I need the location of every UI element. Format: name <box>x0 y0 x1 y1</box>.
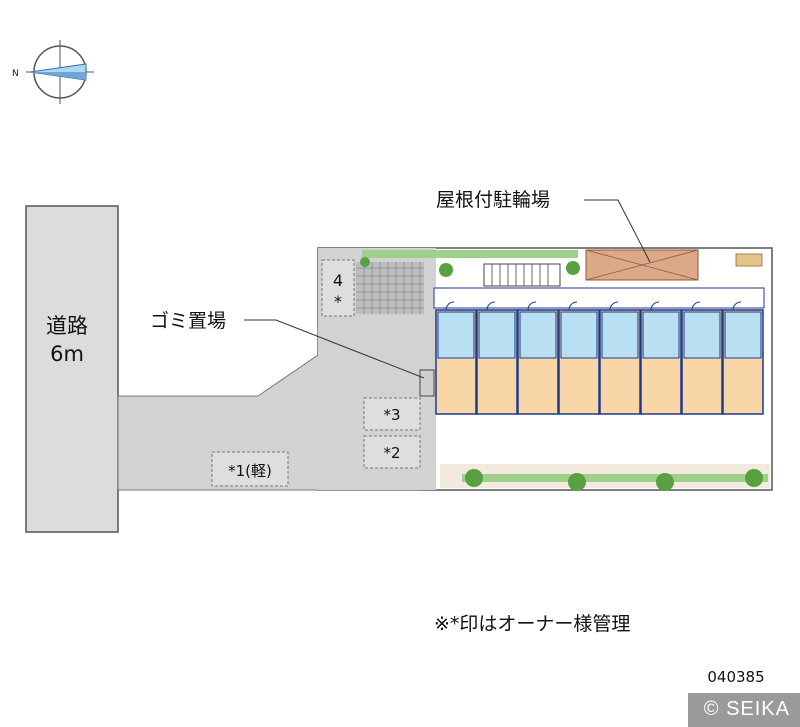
unit-2 <box>476 301 518 415</box>
parking-space-2 <box>363 435 421 469</box>
building-corridor <box>433 287 765 309</box>
tree <box>568 473 586 491</box>
tree <box>745 469 763 487</box>
parking-space-4-mark: * <box>334 292 342 311</box>
unit-6 <box>640 301 682 415</box>
owner-managed-note: ※*印はオーナー様管理 <box>434 613 630 635</box>
stairs <box>483 263 561 287</box>
road <box>25 205 119 533</box>
compass-icon: N <box>12 40 94 104</box>
apartment-units <box>435 301 764 415</box>
paved-area <box>356 262 424 314</box>
unit-8 <box>722 301 764 415</box>
parking-space-1-label: *1(軽) <box>228 462 272 480</box>
shrub <box>566 261 580 275</box>
tree <box>656 473 674 491</box>
unit-3 <box>517 301 559 415</box>
unit-7 <box>681 301 723 415</box>
garbage-area <box>419 369 435 397</box>
garbage-area-label: ゴミ置場 <box>150 310 226 332</box>
parking-space-3-label: *3 <box>383 406 400 424</box>
property-code: 040385 <box>707 668 764 686</box>
road-width: 6m <box>50 342 84 366</box>
outdoor-unit <box>735 253 763 267</box>
unit-4 <box>558 301 600 415</box>
shrub <box>360 257 370 267</box>
unit-5 <box>599 301 641 415</box>
bicycle-parking-label: 屋根付駐輪場 <box>436 189 550 211</box>
leader-bicycle-parking <box>584 199 651 263</box>
watermark-box <box>688 693 800 727</box>
parking-space-4 <box>321 259 355 317</box>
parking-space-2-label: *2 <box>383 444 400 462</box>
watermark-text: © SEIKA <box>703 698 790 720</box>
hedge-bottom <box>462 474 768 482</box>
leader-garbage-area <box>244 319 425 379</box>
tree <box>465 469 483 487</box>
parking-space-3 <box>363 397 421 431</box>
shrub <box>439 263 453 277</box>
north-label: N <box>12 69 19 79</box>
road-name: 道路 <box>46 314 88 338</box>
hedge-top <box>362 250 578 258</box>
parking-space-1 <box>211 451 289 487</box>
unit-1 <box>435 301 477 415</box>
parking-space-4-number: 4 <box>333 271 343 290</box>
